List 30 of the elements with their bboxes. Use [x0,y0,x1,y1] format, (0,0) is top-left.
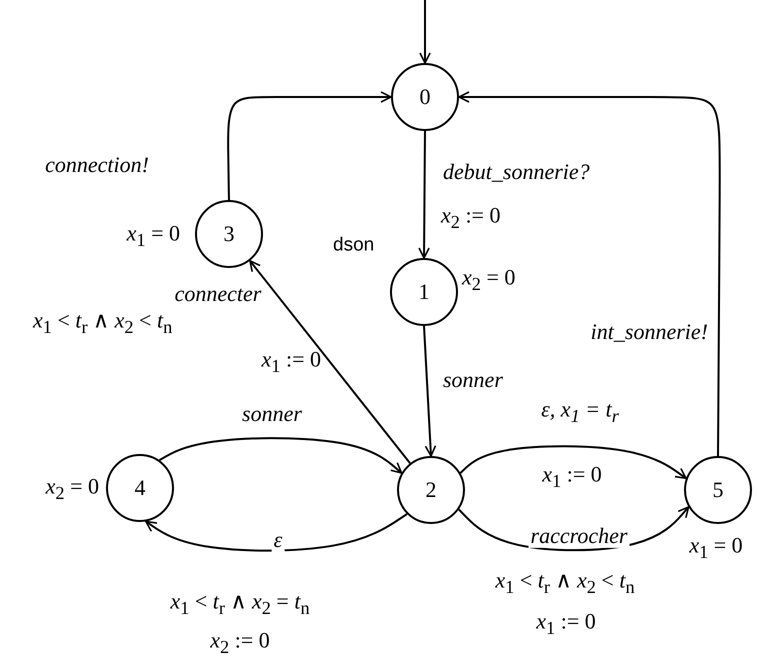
transition-arrow [460,445,687,480]
state-name: dson [333,236,374,256]
invariant-label: x$_{2}$ = 0 [46,474,99,504]
transition-arrow [145,513,408,552]
state-circle [397,456,465,524]
guard-label: x$_{2}$ := 0 [441,204,500,232]
invariant-label: x$_{2}$ = 0 [462,266,516,294]
transition-arrow [423,326,436,457]
state-number: 0 [420,84,430,110]
state-number: 1 [418,279,430,305]
guard-label: x$_{1}$ < t$_{r}$ ∧ x$_{2}$ < t$_{n}$ [495,568,635,598]
state-number: 3 [224,221,234,247]
guard-label: x$_{1}$ := 0 [262,348,321,376]
transition-arrow [249,260,411,464]
guard-label: x$_{1}$ := 0 [536,610,596,638]
transition-arrow [418,131,430,259]
transition-arrow [458,91,721,456]
state-number: 5 [712,477,724,503]
guard-label: x$_{1}$ < t$_{r}$ ∧ x$_{2}$ < t$_{n}$ [33,308,172,338]
invariant-label: x$_{1}$ = 0 [689,534,743,562]
guard-label: x$_{1}$ := 0 [542,462,602,492]
invariant-label: x$_{1}$ = 0 [126,222,180,250]
transition-arrow [159,437,402,474]
state-number: 4 [134,475,146,501]
guard-label: x$_{2}$ := 0 [210,628,270,658]
guard-label: x$_{1}$ < t$_{r}$ ∧ x$_{2}$ = t$_{n}$ [170,590,310,618]
state-number: 2 [426,477,436,503]
transition-arrow [458,506,690,552]
transition-arrow [227,91,392,200]
initial-arrow [419,0,431,64]
